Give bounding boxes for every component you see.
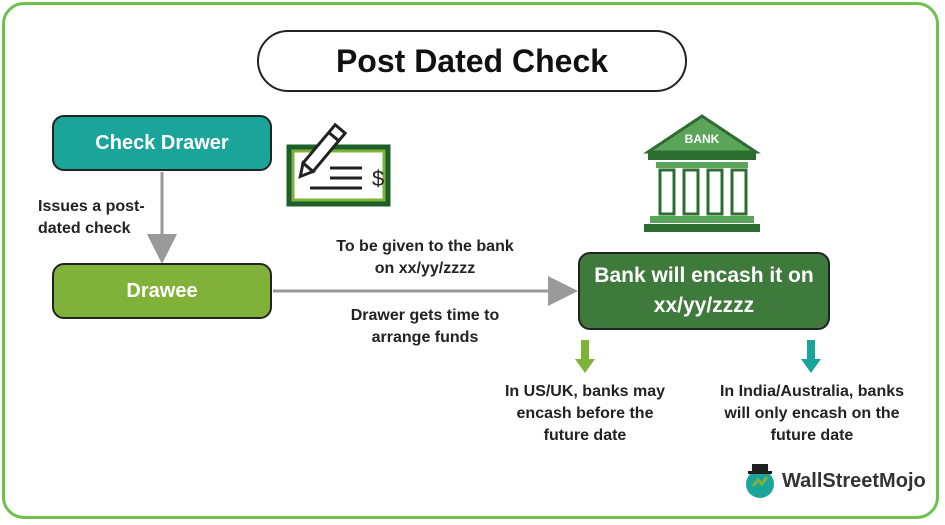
bank-building-icon: BANK (643, 114, 761, 232)
arrow-down-india-australia (801, 340, 821, 373)
wallstreetmojo-logo-icon (746, 464, 774, 498)
arrow-down-us-uk (575, 340, 595, 373)
bank-node: Bank will encash it on xx/yy/zzzz (578, 252, 830, 330)
svg-text:$: $ (372, 166, 384, 191)
drawee-node: Drawee (52, 263, 272, 319)
edge-label-issues-check: Issues a post-dated check (38, 198, 145, 237)
outcome-india-australia: In India/Australia, banks will only enca… (719, 383, 905, 444)
check-drawer-node: Check Drawer (52, 115, 272, 171)
brand-logo-text: WallStreetMojo (782, 470, 926, 492)
edge-label-given-to-bank: To be given to the bank on xx/yy/zzzz (336, 238, 514, 277)
bank-sign-text: BANK (685, 132, 720, 146)
outcome-us-uk: In US/UK, banks may encash before the fu… (504, 383, 666, 444)
check-with-pen-icon: $ (286, 122, 391, 207)
edge-label-time-to-arrange: Drawer gets time to arrange funds (350, 307, 500, 346)
page-title: Post Dated Check (257, 30, 687, 92)
